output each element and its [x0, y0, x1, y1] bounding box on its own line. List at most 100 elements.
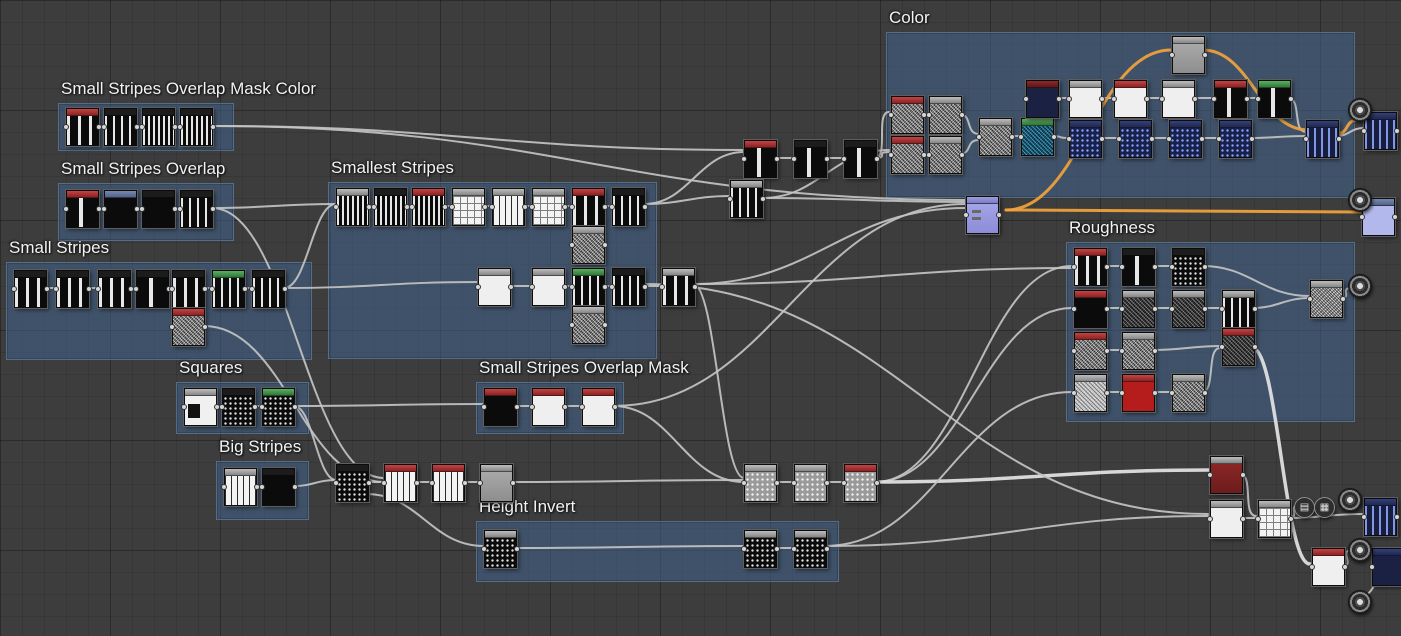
graph-node-navy-stripes[interactable] — [1361, 112, 1400, 150]
output-socket-icon[interactable] — [1348, 590, 1372, 614]
graph-node-noise[interactable] — [1169, 374, 1208, 412]
graph-node-dots[interactable] — [1169, 248, 1208, 286]
graph-node-navy-dots[interactable] — [1166, 120, 1205, 158]
graph-node-white-v[interactable] — [221, 468, 260, 506]
graph-node-white-v[interactable] — [489, 188, 528, 226]
graph-node-black[interactable] — [259, 468, 298, 506]
output-socket-icon[interactable] — [1348, 538, 1372, 562]
output-socket-icon[interactable] — [1338, 488, 1362, 512]
graph-node-purple[interactable] — [963, 196, 1002, 234]
graph-node-v3[interactable] — [209, 270, 248, 308]
graph-node-v1[interactable] — [1255, 80, 1294, 118]
graph-node-navy-dots[interactable] — [1216, 120, 1255, 158]
graph-node-v2[interactable] — [53, 270, 92, 308]
grid-icon[interactable]: ▦ — [1314, 497, 1335, 518]
graph-node-white-grid[interactable] — [1255, 500, 1294, 538]
graph-node-white[interactable] — [579, 388, 618, 426]
graph-node-v1[interactable] — [133, 270, 172, 308]
graph-node-v3[interactable] — [249, 270, 288, 308]
graph-node-black[interactable] — [1071, 290, 1110, 328]
group-frame-roughness[interactable]: Roughness — [1066, 218, 1355, 422]
graph-node-white[interactable] — [1111, 80, 1150, 118]
graph-node-v4[interactable] — [139, 108, 178, 146]
graph-node-teal[interactable] — [1018, 118, 1057, 156]
graph-node-v1[interactable] — [841, 140, 880, 178]
graph-node-white[interactable] — [1159, 80, 1198, 118]
graph-node-v4[interactable] — [177, 108, 216, 146]
graph-node-white[interactable] — [529, 388, 568, 426]
graph-node-navy-stripes[interactable] — [1361, 498, 1400, 536]
graph-node-red[interactable] — [1119, 374, 1158, 412]
graph-node-dots[interactable] — [219, 388, 258, 426]
group-frame-height-invert[interactable]: Height Invert — [476, 497, 839, 582]
graph-node-v2[interactable] — [169, 270, 208, 308]
graph-node-white[interactable] — [475, 268, 514, 306]
graph-node-noise-fine[interactable] — [1307, 280, 1346, 318]
graph-node-navy[interactable] — [1369, 548, 1401, 586]
graph-node-dots[interactable] — [741, 530, 780, 568]
graph-node-white-sq[interactable] — [181, 388, 220, 426]
graph-node-black[interactable] — [139, 190, 178, 228]
graph-node-v3[interactable] — [569, 268, 608, 306]
graph-node-noise[interactable] — [1071, 332, 1110, 370]
graph-node-dots[interactable] — [259, 388, 298, 426]
graph-node-dots-gray[interactable] — [841, 464, 880, 502]
output-socket-icon[interactable] — [1348, 188, 1372, 212]
graph-node-gray[interactable] — [477, 464, 516, 502]
graph-node-noise[interactable] — [169, 308, 208, 346]
graph-node-v1[interactable] — [791, 140, 830, 178]
graph-node-black[interactable] — [101, 190, 140, 228]
graph-node-white[interactable] — [529, 268, 568, 306]
graph-node-navy[interactable] — [1023, 80, 1062, 118]
graph-node-dots[interactable] — [481, 530, 520, 568]
graph-node-v3[interactable] — [1219, 290, 1258, 328]
graph-node-gray[interactable] — [1169, 36, 1208, 74]
graph-node-dots-gray[interactable] — [741, 464, 780, 502]
graph-node-noise[interactable] — [569, 226, 608, 264]
graph-node-v2[interactable] — [1071, 248, 1110, 286]
graph-node-dots[interactable] — [791, 530, 830, 568]
graph-node-navy-stripes[interactable] — [1303, 120, 1342, 158]
graph-node-v3[interactable] — [727, 180, 766, 218]
graph-node-noise-dark[interactable] — [1119, 290, 1158, 328]
graph-node-v3[interactable] — [101, 108, 140, 146]
graph-node-v2[interactable] — [659, 268, 698, 306]
graph-node-noise[interactable] — [1119, 332, 1158, 370]
graph-node-noise-light[interactable] — [1071, 374, 1110, 412]
graph-node-white[interactable] — [1207, 500, 1246, 538]
graph-node-noise[interactable] — [926, 136, 965, 174]
graph-node-black[interactable] — [481, 388, 520, 426]
graph-node-v1[interactable] — [741, 140, 780, 178]
graph-node-lavender[interactable] — [1359, 198, 1398, 236]
graph-node-white-grid[interactable] — [449, 188, 488, 226]
graph-node-white-v[interactable] — [429, 464, 468, 502]
graph-node-noise-dark[interactable] — [1219, 328, 1258, 366]
graph-node-v2[interactable] — [569, 188, 608, 226]
graph-node-v1[interactable] — [1211, 80, 1250, 118]
graph-node-dots-gray[interactable] — [791, 464, 830, 502]
graph-node-v3[interactable] — [609, 188, 648, 226]
graph-node-noise[interactable] — [926, 96, 965, 134]
graph-node-v3[interactable] — [609, 268, 648, 306]
graph-node-noise[interactable] — [888, 96, 927, 134]
graph-node-v4[interactable] — [371, 188, 410, 226]
graph-node-navy-dots[interactable] — [1116, 120, 1155, 158]
graph-node-white[interactable] — [1066, 80, 1105, 118]
graph-node-noise[interactable] — [888, 136, 927, 174]
output-socket-icon[interactable] — [1348, 274, 1372, 298]
graph-node-v4[interactable] — [409, 188, 448, 226]
graph-node-noise-dark[interactable] — [1169, 290, 1208, 328]
graph-node-navy-dots[interactable] — [1066, 120, 1105, 158]
graph-node-white-grid[interactable] — [529, 188, 568, 226]
graph-node-noise[interactable] — [569, 306, 608, 344]
graph-node-v3[interactable] — [177, 190, 216, 228]
graph-node-maroon-body[interactable] — [1207, 456, 1246, 494]
graph-node-v1[interactable] — [63, 190, 102, 228]
graph-node-v2[interactable] — [63, 108, 102, 146]
output-socket-icon[interactable] — [1348, 98, 1372, 122]
graph-node-white[interactable] — [1309, 548, 1348, 586]
graph-node-v2[interactable] — [11, 270, 50, 308]
graph-node-dots[interactable] — [333, 464, 372, 502]
document-icon[interactable]: ▤ — [1294, 497, 1315, 518]
